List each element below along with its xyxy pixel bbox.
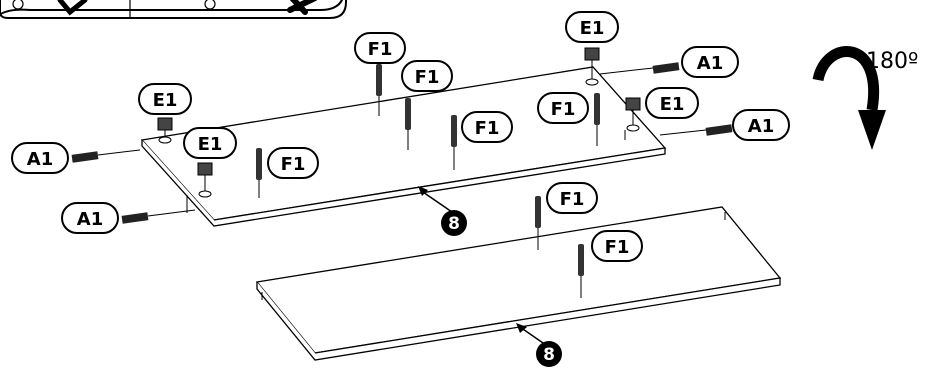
svg-text:180º: 180º [866,49,918,74]
label-f1: F1 [461,111,513,143]
svg-text:E1: E1 [198,134,223,155]
panel-8-callout: 8 [516,323,562,367]
label-f1: F1 [401,60,453,92]
svg-text:8: 8 [448,214,460,234]
svg-text:F1: F1 [551,99,576,120]
cam-e1 [584,47,600,86]
screw-a1 [121,209,196,224]
screw-a1 [659,124,733,136]
svg-text:8: 8 [543,345,555,365]
svg-text:F1: F1 [560,189,585,210]
label-a1: A1 [61,202,119,234]
svg-text:F1: F1 [605,237,630,258]
label-a1: A1 [681,46,739,78]
dowel-f1 [405,98,411,150]
svg-text:A1: A1 [697,53,723,74]
dowel-f1 [578,244,584,298]
dowel-f1 [256,148,262,198]
label-f1: F1 [546,182,598,214]
svg-text:E1: E1 [580,18,605,39]
label-e1: E1 [645,87,699,119]
label-e1: E1 [138,83,192,115]
label-a1: A1 [732,109,790,141]
svg-text:F1: F1 [475,118,500,139]
svg-text:A1: A1 [748,116,774,137]
screw-a1 [599,62,680,75]
panel-8-callout: 8 [418,186,467,236]
svg-text:F1: F1 [368,39,393,60]
label-f1: F1 [354,32,406,64]
dowel-f1 [535,196,541,250]
cam-e1 [197,162,213,198]
label-e1: E1 [565,11,619,43]
label-f1: F1 [537,92,589,124]
label-e1: E1 [183,127,237,159]
label-a1: A1 [11,142,69,174]
dowel-f1 [376,64,382,116]
dowel-f1 [451,115,457,170]
lower-panel [255,206,782,361]
svg-text:E1: E1 [153,90,178,111]
check-icon [57,0,88,16]
screw-a1 [71,149,141,163]
label-f1: F1 [591,230,643,262]
dowel-f1 [594,93,600,146]
upper-panel [140,66,667,227]
svg-text:F1: F1 [281,154,306,175]
cam-e1 [157,117,173,144]
instruction-box [0,0,347,19]
cam-e1 [625,97,641,132]
label-f1: F1 [267,147,319,179]
svg-text:A1: A1 [77,209,103,230]
svg-text:F1: F1 [415,67,440,88]
rotate-arrow-icon: 180º [812,46,918,150]
cross-icon [287,0,318,15]
svg-text:E1: E1 [660,94,685,115]
svg-text:A1: A1 [27,149,53,170]
